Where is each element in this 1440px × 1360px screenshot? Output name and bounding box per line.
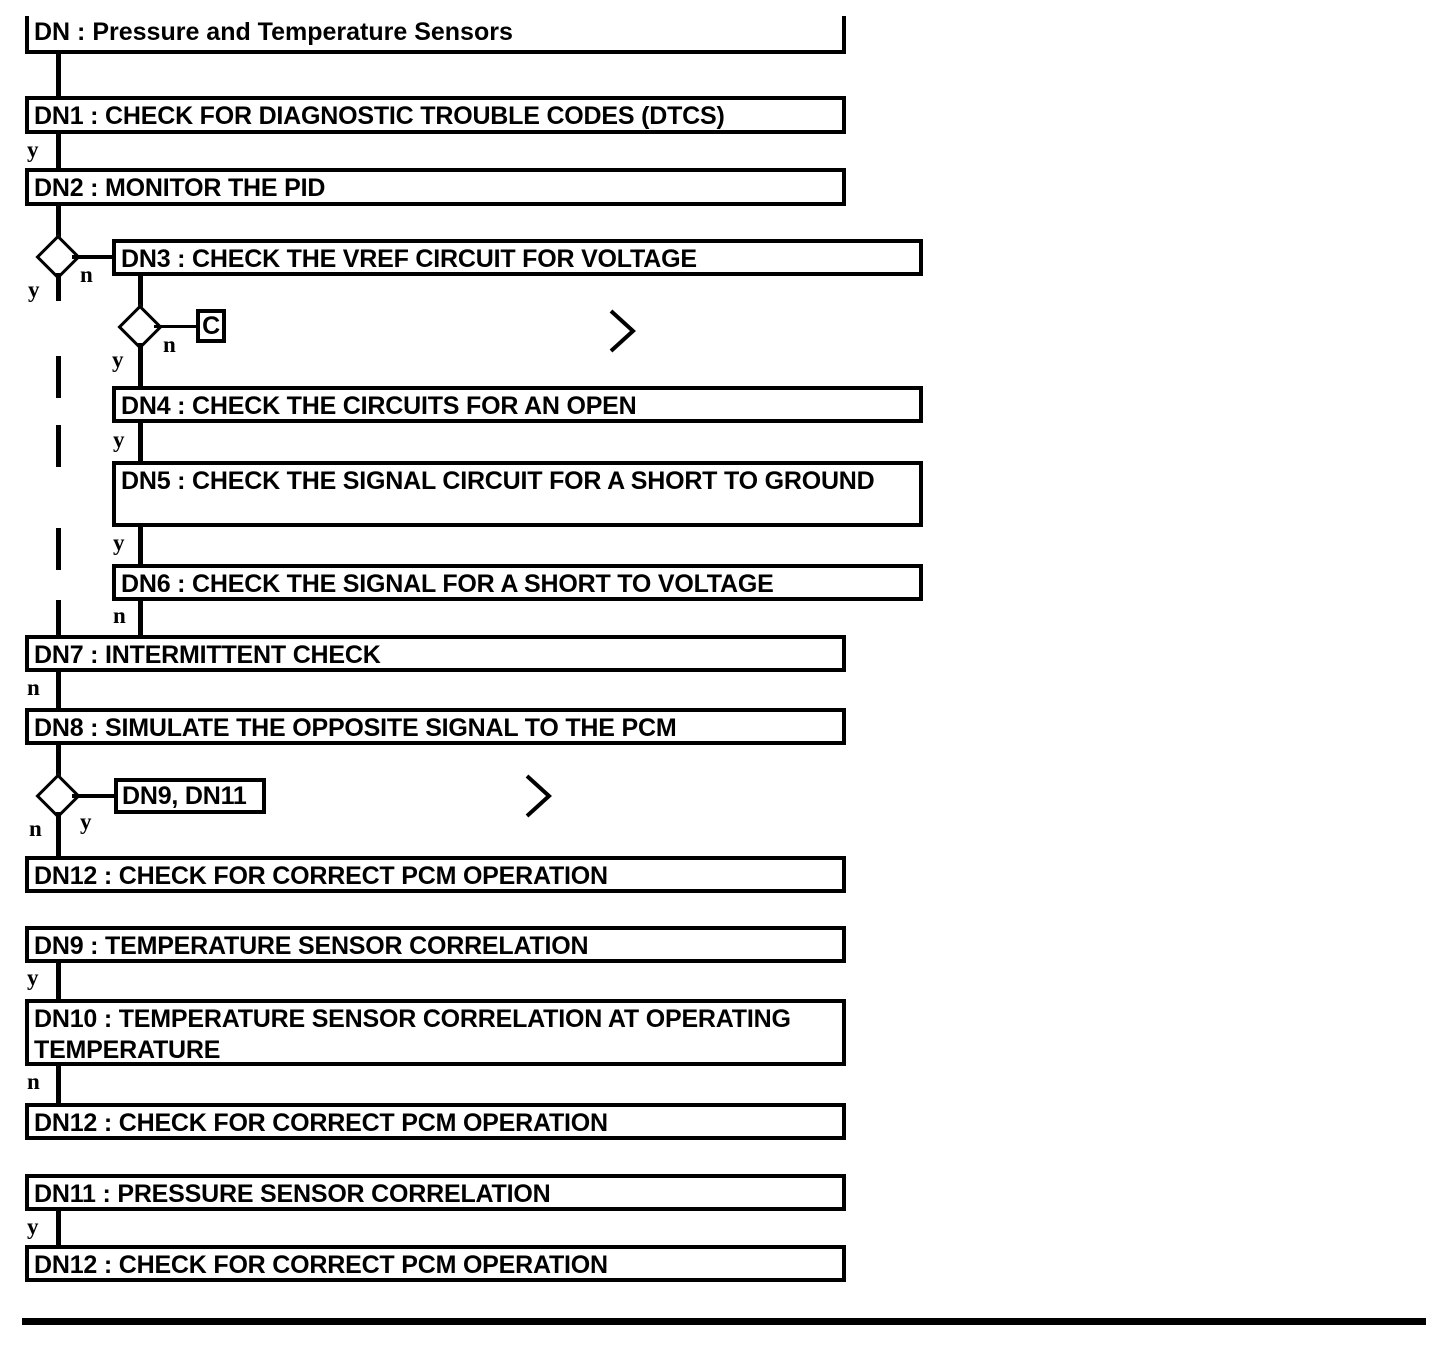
connector-dn9-to-dn10: [56, 963, 61, 999]
connector-bypass-dash-2: [56, 425, 61, 467]
branch-label-dn11-yes: y: [27, 1214, 39, 1239]
node-dn3[interactable]: DN3 : CHECK THE VREF CIRCUIT FOR VOLTAGE: [112, 239, 923, 276]
connector-dn11-to-dn12c: [56, 1211, 61, 1245]
node-dn2[interactable]: DN2 : MONITOR THE PID: [25, 168, 846, 206]
node-dn12-a[interactable]: DN12 : CHECK FOR CORRECT PCM OPERATION: [25, 856, 846, 893]
branch-label-dn6-no: n: [113, 603, 126, 628]
chevron-right-icon-1: [605, 307, 639, 355]
branch-label-dn4-yes: y: [113, 427, 125, 452]
chevron-right-icon-2: [521, 772, 555, 820]
connector-decision1-yes-stub: [56, 273, 61, 301]
connector-title-to-dn1: [56, 54, 61, 96]
connector-dn6-to-dn7: [138, 601, 143, 635]
connector-decision2-to-c: [154, 325, 198, 328]
decision-diamond-3[interactable]: [35, 773, 81, 819]
connector-decision3-to-dn12a: [56, 812, 61, 856]
branch-label-decision3-no: n: [29, 816, 42, 841]
connector-dn5-to-dn6: [138, 527, 143, 564]
connector-decision1-to-dn3: [72, 255, 114, 259]
connector-dn7-to-dn8: [56, 672, 61, 708]
connector-dn1-to-dn2: [56, 134, 61, 168]
connector-bypass-dash-4: [56, 600, 61, 642]
node-dn6[interactable]: DN6 : CHECK THE SIGNAL FOR A SHORT TO VO…: [112, 564, 923, 601]
node-dn4[interactable]: DN4 : CHECK THE CIRCUITS FOR AN OPEN: [112, 386, 923, 423]
node-dn9[interactable]: DN9 : TEMPERATURE SENSOR CORRELATION: [25, 926, 846, 963]
connector-decision2-to-dn4: [138, 343, 143, 386]
connector-dn10-to-dn12b: [56, 1066, 61, 1103]
branch-label-decision1-yes: y: [28, 277, 40, 302]
branch-label-dn1-yes: y: [27, 137, 39, 162]
node-dn12-b[interactable]: DN12 : CHECK FOR CORRECT PCM OPERATION: [25, 1103, 846, 1140]
node-dn12-c[interactable]: DN12 : CHECK FOR CORRECT PCM OPERATION: [25, 1245, 846, 1282]
node-dn11[interactable]: DN11 : PRESSURE SENSOR CORRELATION: [25, 1174, 846, 1211]
node-dn7[interactable]: DN7 : INTERMITTENT CHECK: [25, 635, 846, 672]
branch-label-decision2-no: n: [163, 332, 176, 357]
branch-label-decision3-yes: y: [80, 809, 92, 834]
node-dn10[interactable]: DN10 : TEMPERATURE SENSOR CORRELATION AT…: [25, 999, 846, 1066]
connector-decision3-to-ref: [72, 794, 118, 798]
offpage-connector-c[interactable]: C: [196, 309, 226, 343]
connector-dn2-to-decision1: [56, 206, 61, 240]
connector-bypass-dash-3: [56, 528, 61, 570]
decision-diamond-1[interactable]: [35, 234, 81, 280]
connector-dn3-to-decision2: [138, 276, 143, 311]
connector-dn8-to-decision3: [56, 745, 61, 779]
branch-label-dn9-yes: y: [27, 965, 39, 990]
node-dn5[interactable]: DN5 : CHECK THE SIGNAL CIRCUIT FOR A SHO…: [112, 461, 923, 527]
branch-label-dn5-yes: y: [113, 530, 125, 555]
branch-label-decision2-yes: y: [112, 347, 124, 372]
decision-diamond-2[interactable]: [117, 304, 163, 350]
footer-divider: [22, 1318, 1426, 1325]
branch-label-decision1-no: n: [80, 262, 93, 287]
node-ref-dn9-dn11[interactable]: DN9, DN11: [114, 778, 266, 814]
connector-bypass-dash-1: [56, 356, 61, 398]
node-dn1[interactable]: DN1 : CHECK FOR DIAGNOSTIC TROUBLE CODES…: [25, 96, 846, 134]
node-dn8[interactable]: DN8 : SIMULATE THE OPPOSITE SIGNAL TO TH…: [25, 708, 846, 745]
branch-label-dn10-no: n: [27, 1069, 40, 1094]
branch-label-dn7-no: n: [27, 675, 40, 700]
connector-dn4-to-dn5: [138, 423, 143, 461]
node-title: DN : Pressure and Temperature Sensors: [25, 16, 846, 54]
